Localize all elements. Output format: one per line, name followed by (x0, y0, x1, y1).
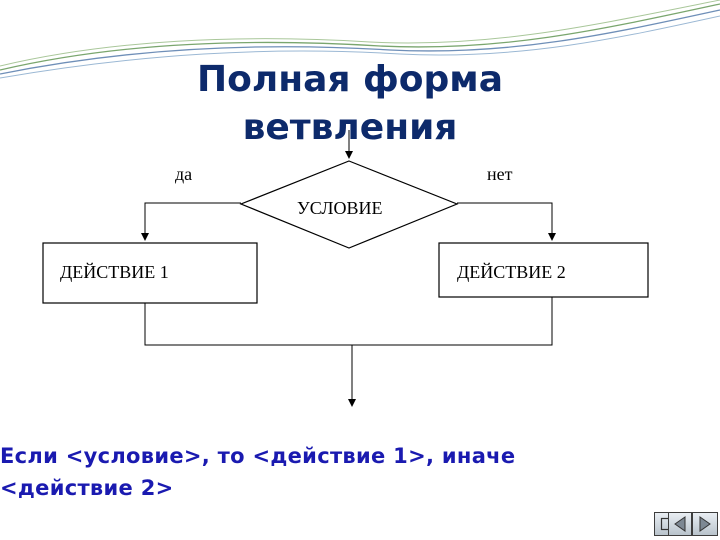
slide-title-line2: ветвления (242, 107, 458, 148)
slide-title: Полная форма ветвления (140, 56, 560, 152)
yes-label: да (175, 164, 193, 184)
merge-line (144, 297, 553, 346)
action1-text: ДЕЙСТВИЕ 1 (60, 262, 169, 282)
no-branch-line (457, 202, 556, 241)
slide-title-line1: Полная форма (197, 59, 503, 100)
condition-text: УСЛОВИЕ (297, 198, 383, 218)
action1-box (42, 242, 258, 304)
triangle-right-icon (699, 516, 711, 532)
condition-diamond (239, 160, 459, 249)
back-button[interactable] (668, 512, 692, 536)
decorative-swoosh (0, 0, 720, 79)
action2-text: ДЕЙСТВИЕ 2 (457, 262, 566, 282)
action2-box (438, 242, 649, 298)
rule-text: Если <условие>, то <действие 1>, иначе <… (0, 440, 700, 504)
rule-line2: <действие 2> (0, 476, 174, 500)
triangle-left-icon (674, 516, 686, 532)
no-label: нет (487, 164, 513, 184)
rule-line1: Если <условие>, то <действие 1>, иначе (0, 444, 516, 468)
yes-branch-line (141, 202, 241, 241)
forward-button[interactable] (692, 512, 718, 536)
